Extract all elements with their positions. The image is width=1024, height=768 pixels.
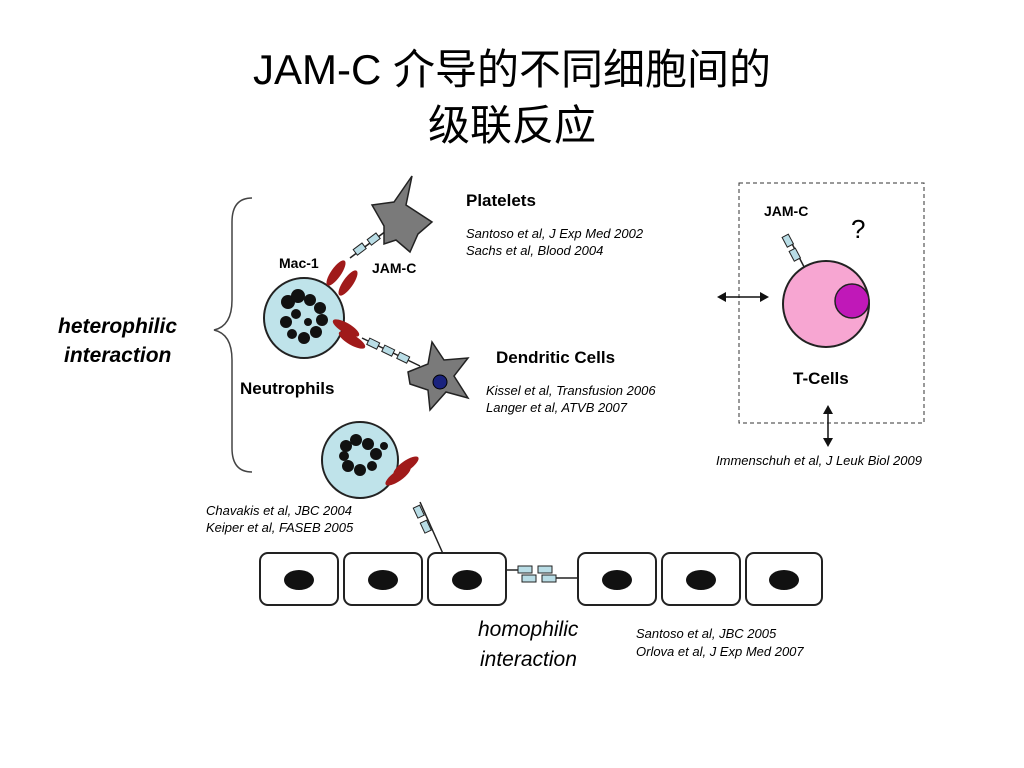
neutrophils-label: Neutrophils <box>240 379 334 398</box>
mac1-label: Mac-1 <box>279 255 319 271</box>
ref-neutrophil-endo-1: Chavakis et al, JBC 2004 <box>206 503 352 518</box>
homophilic-label-2: interaction <box>480 648 577 671</box>
jamc-label-neutrophil: JAM-C <box>372 260 416 276</box>
heterophilic-brace <box>213 197 253 473</box>
neutrophil-nucleus-2 <box>339 434 388 476</box>
double-arrow-vertical <box>823 405 833 447</box>
endothelial-cell <box>661 552 741 606</box>
ref-neutrophil-endo-2: Keiper et al, FASEB 2005 <box>206 520 354 535</box>
ref-dendritic-2: Langer et al, ATVB 2007 <box>486 400 628 415</box>
endothelial-cell <box>745 552 823 606</box>
platelet-cell <box>370 175 434 254</box>
endothelial-cell <box>427 552 507 606</box>
jamc-chain-dendritic <box>361 337 421 367</box>
dendritic-nucleus <box>432 374 448 390</box>
double-arrow-horizontal <box>717 292 769 302</box>
dendritic-cells-label: Dendritic Cells <box>496 348 615 367</box>
tcell-nucleus <box>834 283 870 319</box>
endothelial-layer <box>259 552 823 606</box>
slide-title-line-2: 级联反应 <box>427 102 596 149</box>
neutrophil-nucleus-1 <box>280 289 328 344</box>
tcell-box <box>738 182 925 424</box>
tcell <box>782 260 870 348</box>
neutrophil-cell-1 <box>263 277 345 359</box>
mac1-receptors-1 <box>326 260 366 349</box>
homophilic-label-1: homophilic <box>478 618 579 641</box>
slide-title-line-1: JAM-C 介导的不同细胞间的 <box>253 46 771 93</box>
jamc-chain-endothelium <box>412 501 445 557</box>
ref-tcells-1: Immenschuh et al, J Leuk Biol 2009 <box>716 453 922 468</box>
neutrophil-cell-2 <box>321 421 399 499</box>
question-mark: ? <box>851 214 865 244</box>
ref-platelets-1: Santoso et al, J Exp Med 2002 <box>466 226 644 241</box>
mac1-receptors-2 <box>385 456 419 486</box>
jamc-homophilic-dimer <box>506 565 578 583</box>
tcells-label: T-Cells <box>793 369 849 388</box>
jamc-label-tcell: JAM-C <box>764 203 808 219</box>
ref-homophilic-2: Orlova et al, J Exp Med 2007 <box>636 644 804 659</box>
endothelial-cell <box>343 552 423 606</box>
heterophilic-label-2: interaction <box>64 344 171 367</box>
ref-dendritic-1: Kissel et al, Transfusion 2006 <box>486 383 656 398</box>
endothelial-cell <box>577 552 657 606</box>
ref-homophilic-1: Santoso et al, JBC 2005 <box>636 626 777 641</box>
heterophilic-label-1: heterophilic <box>58 315 177 338</box>
endothelial-cell <box>259 552 339 606</box>
dendritic-cell <box>407 340 470 412</box>
ref-platelets-2: Sachs et al, Blood 2004 <box>466 243 603 258</box>
platelets-label: Platelets <box>466 191 536 210</box>
